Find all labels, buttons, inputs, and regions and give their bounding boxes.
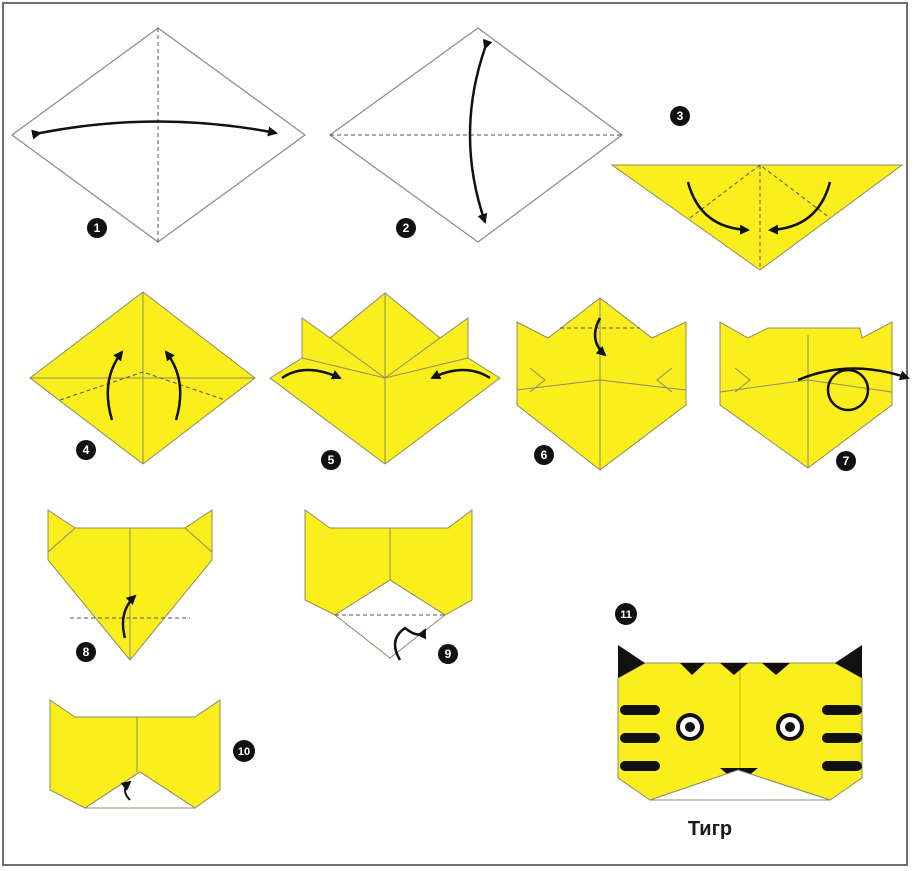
step-badge-6: 6 xyxy=(534,445,554,465)
triangle-paper xyxy=(612,165,902,270)
svg-text:11: 11 xyxy=(620,609,632,621)
step-1-figure xyxy=(12,28,305,242)
step-badge-10: 10 xyxy=(233,740,255,762)
svg-text:7: 7 xyxy=(843,454,850,468)
svg-text:2: 2 xyxy=(403,221,410,235)
step-badge-11: 11 xyxy=(615,603,637,625)
step-3-figure xyxy=(612,165,902,270)
svg-text:9: 9 xyxy=(445,647,452,661)
paper xyxy=(517,298,686,470)
step-5-figure xyxy=(270,293,500,464)
step-badge-1: 1 xyxy=(87,218,107,238)
step-2-figure xyxy=(330,28,622,242)
whisker-stripe xyxy=(620,705,660,715)
step-badge-9: 9 xyxy=(438,644,458,664)
step-11-tiger xyxy=(618,645,862,800)
svg-text:6: 6 xyxy=(541,448,548,462)
step-badge-8: 8 xyxy=(76,642,96,662)
step-7-figure xyxy=(720,322,908,468)
svg-text:3: 3 xyxy=(677,109,684,123)
svg-text:5: 5 xyxy=(328,453,335,467)
step-9-figure xyxy=(305,510,472,660)
step-4-figure xyxy=(30,292,255,464)
step-badge-4: 4 xyxy=(76,440,96,460)
step-badge-5: 5 xyxy=(321,450,341,470)
svg-text:10: 10 xyxy=(238,746,250,758)
svg-text:4: 4 xyxy=(83,443,90,457)
step-10-figure xyxy=(50,700,220,808)
svg-text:8: 8 xyxy=(83,645,90,659)
step-badge-7: 7 xyxy=(836,451,856,471)
step-badge-2: 2 xyxy=(396,218,416,238)
svg-text:1: 1 xyxy=(94,221,101,235)
step-6-figure xyxy=(517,298,686,470)
step-badge-3: 3 xyxy=(670,106,690,126)
result-caption: Тигр xyxy=(650,818,770,841)
step-8-figure xyxy=(48,510,212,660)
